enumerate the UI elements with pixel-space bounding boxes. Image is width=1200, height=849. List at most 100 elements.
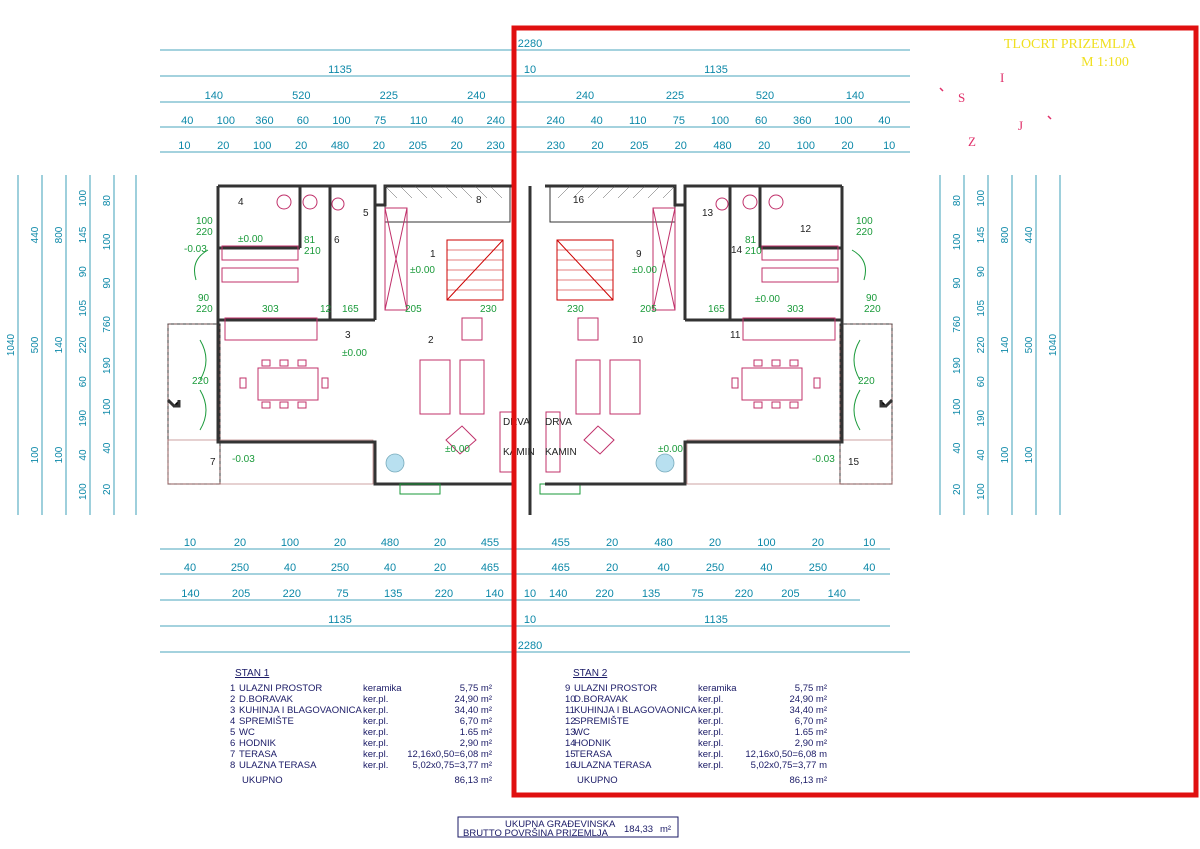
svg-text:230: 230 — [567, 304, 584, 315]
dim-row1-bot-left: 100 — [281, 537, 299, 549]
dim-row2-bot-right: 40 — [760, 562, 772, 574]
svg-text:220: 220 — [196, 304, 213, 315]
legend-room-name: SPREMIŠTE — [574, 716, 629, 727]
legend-room-no: 1 — [230, 683, 235, 694]
legend-room-material: ker.pl. — [363, 749, 388, 760]
dim-side-left-in2: 190 — [78, 410, 89, 427]
dim-total-bot: 2280 — [518, 640, 542, 652]
dim-row2-bot-right: 40 — [863, 562, 875, 574]
dim-row1-bot-right: 20 — [812, 537, 824, 549]
side-dimensions: 1040440500100800140100100145901052206019… — [6, 175, 1061, 515]
svg-text:±0.00: ±0.00 — [632, 265, 657, 276]
svg-text:90: 90 — [198, 293, 210, 304]
dim-side-left-mid: 440 — [30, 226, 41, 243]
legend-room-no: 10 — [565, 694, 576, 705]
grand-total-unit: m² — [660, 824, 671, 835]
legend-room-name: TERASA — [574, 749, 613, 760]
legend-room-material: ker.pl. — [698, 705, 723, 716]
legend-room-material: ker.pl. — [698, 738, 723, 749]
dim-row1-bot-left: 455 — [481, 537, 499, 549]
legend-room-name: HODNIK — [239, 738, 277, 749]
dim-row4-top-right: 110 — [629, 115, 647, 127]
dim-row2-bot-left: 465 — [481, 562, 499, 574]
legend-total-value: 86,13 m² — [455, 775, 493, 786]
svg-text:205: 205 — [405, 304, 422, 315]
dim-side-left-in3: 90 — [102, 277, 113, 289]
dim-row3-top-right: 225 — [666, 90, 684, 102]
dim-row1-bot-right: 20 — [606, 537, 618, 549]
dim-row1-bot-right: 100 — [757, 537, 775, 549]
legend-room-name: ULAZNI PROSTOR — [574, 683, 657, 694]
dim-row2-bot-right: 465 — [552, 562, 570, 574]
svg-text:81: 81 — [745, 235, 757, 246]
dim-row5-top-right: 20 — [758, 140, 770, 152]
legend-room-name: D.BORAVAK — [239, 694, 294, 705]
legend-room-name: ULAZNA TERASA — [239, 760, 317, 771]
room-8: 8 — [476, 195, 482, 206]
dim-side-left-inner: 100 — [54, 446, 65, 463]
legend-room-name: D.BORAVAK — [574, 694, 629, 705]
dim-row5-top-right: 20 — [675, 140, 687, 152]
room-12: 12 — [800, 224, 812, 235]
legend-room-area: 5,02x0,75=3,77 m² — [413, 760, 492, 771]
legend-room-name: ULAZNI PROSTOR — [239, 683, 322, 694]
legend-room-no: 16 — [565, 760, 576, 771]
svg-text:220: 220 — [196, 227, 213, 238]
dim-row3-bot-left: 205 — [232, 588, 250, 600]
dim-row4-top-left: 100 — [332, 115, 350, 127]
legend-room-no: 5 — [230, 727, 235, 738]
dim-row5-top-left: 20 — [217, 140, 229, 152]
legend-room-no: 4 — [230, 716, 235, 727]
dim-row3-bot-left: 220 — [283, 588, 301, 600]
room-15: 15 — [848, 457, 860, 468]
room-10: 10 — [632, 335, 644, 346]
dim-side-left-in2: 105 — [78, 300, 89, 317]
dim-row2-bot-left: 40 — [284, 562, 296, 574]
dim-row4-top-left: 75 — [374, 115, 386, 127]
legend-room-no: 6 — [230, 738, 235, 749]
dim-row1-bot-left: 20 — [334, 537, 346, 549]
legend-room-material: ker.pl. — [363, 727, 388, 738]
stan-1-heading: STAN 1 — [235, 668, 270, 679]
legend-room-no: 2 — [230, 694, 235, 705]
legend-room-name: KUHINJA I BLAGOVAONICA — [239, 705, 362, 716]
dim-side-right-in2: 40 — [976, 449, 987, 461]
legend-room-area: 34,40 m² — [455, 705, 493, 716]
dim-total-top: 2280 — [518, 38, 542, 50]
svg-text:220: 220 — [858, 376, 875, 387]
dim-side-left-in2: 60 — [78, 376, 89, 388]
legend-room-area: 2,90 m² — [460, 738, 492, 749]
dim-gap-bot2: 10 — [524, 614, 536, 626]
dim-side-right-in3: 40 — [952, 442, 963, 454]
dim-side-left-in2: 100 — [78, 483, 89, 500]
legend-room-area: 1.65 m² — [460, 727, 492, 738]
dim-side-right-in3: 100 — [952, 398, 963, 415]
legend-room-name: WC — [574, 727, 590, 738]
room-13: 13 — [702, 208, 714, 219]
dim-row5-top-right: 20 — [841, 140, 853, 152]
dim-side-right-inner: 100 — [1000, 446, 1011, 463]
dim-row3-top-right: 140 — [846, 90, 864, 102]
legend-room-name: TERASA — [239, 749, 278, 760]
legend-room-area: 2,90 m² — [795, 738, 827, 749]
legend-room-material: ker.pl. — [363, 760, 388, 771]
legend-room-name: KUHINJA I BLAGOVAONICA — [574, 705, 697, 716]
dim-row2-bot-left: 250 — [331, 562, 349, 574]
legend-room-material: ker.pl. — [363, 694, 388, 705]
compass-ticks — [939, 87, 1052, 120]
legend-room-material: ker.pl. — [698, 716, 723, 727]
svg-text:±0.00: ±0.00 — [658, 444, 683, 455]
dim-row1-bot-right: 10 — [863, 537, 875, 549]
stan-2-heading: STAN 2 — [573, 668, 608, 679]
legend-room-material: ker.pl. — [698, 694, 723, 705]
room-9: 9 — [636, 249, 642, 260]
room-labels: 1 2 3 4 5 6 7 8 9 10 11 12 13 14 15 16 — [210, 195, 860, 468]
dim-side-left-in3: 190 — [102, 357, 113, 374]
legend-room-area: 12,16x0,50=6,08 m — [745, 749, 827, 760]
compass-i: I — [1000, 70, 1004, 85]
dim-side-left-outer: 1040 — [6, 333, 17, 356]
